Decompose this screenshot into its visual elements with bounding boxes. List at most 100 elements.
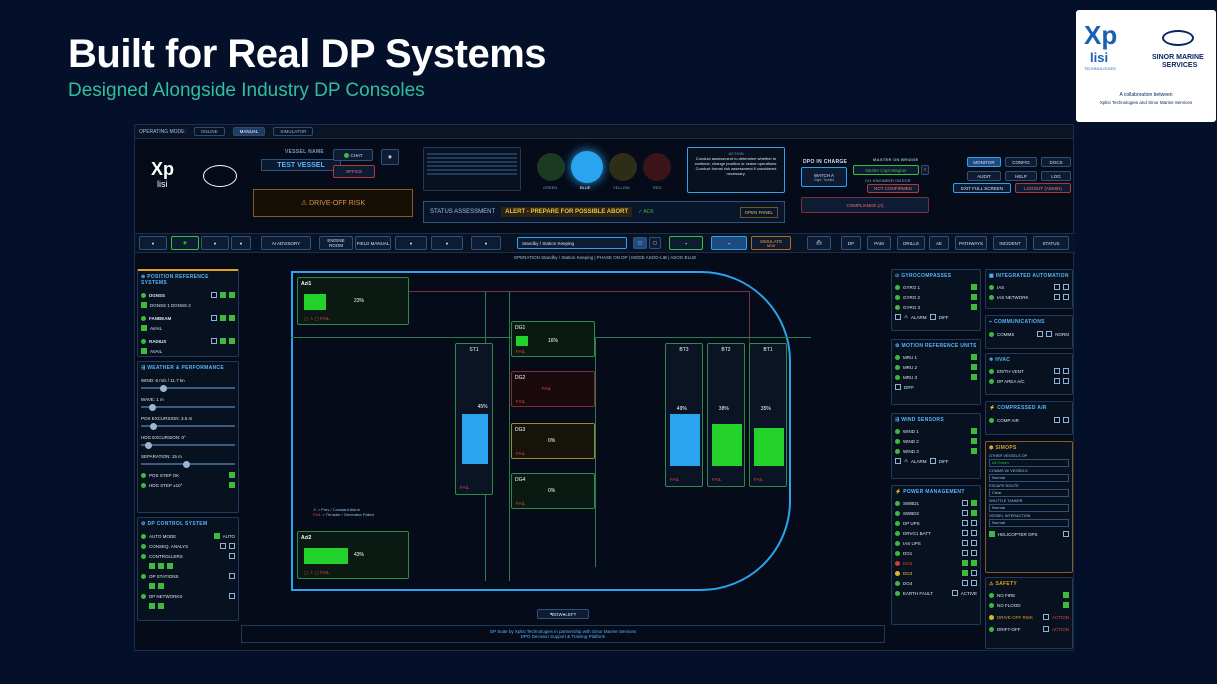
toolbar-tab-7[interactable]: ● (471, 236, 501, 250)
docs-button[interactable]: DOCS (1041, 157, 1071, 167)
gyro-1-row[interactable]: GYRO 1 (895, 282, 977, 292)
help-button[interactable]: HELP (1005, 171, 1037, 181)
toolbar-status-button[interactable]: STATUS (1033, 236, 1069, 250)
power-dpups-row[interactable]: DP UPS (895, 518, 977, 528)
op-stations-row[interactable]: OP STATIONS (141, 571, 235, 581)
monitor-button[interactable]: MONITOR (967, 157, 1001, 167)
simops-f4-select[interactable]: Normal (989, 504, 1069, 512)
vessel-name-field[interactable]: TEST VESSEL (261, 159, 341, 171)
prs-fanbeam-row[interactable]: FANBEAM (141, 313, 235, 323)
master-button[interactable]: Master Capt.Wagner (853, 165, 919, 175)
hdg-excursion-slider[interactable] (141, 441, 235, 449)
mode-online-button[interactable]: ONLINE (193, 127, 225, 136)
blue-status-button[interactable]: ▪ (711, 236, 747, 250)
simops-f1-select[interactable]: All Green (989, 459, 1069, 467)
azi2-unit[interactable]: Azi2 43% ▢ ⚠ ▢ FAIL (297, 531, 409, 579)
exit-fullscreen-button[interactable]: EXIT FULL SCREEN (953, 183, 1011, 193)
controllers-row[interactable]: CONTROLLERS (141, 551, 235, 561)
engine-room-button[interactable]: ENGINE ROOM (319, 236, 353, 250)
power-swbd1-row[interactable]: SWBD1 (895, 498, 977, 508)
gyro-3-row[interactable]: GYRO 3 (895, 302, 977, 312)
toolbar-tab-2[interactable]: ◉ (171, 236, 199, 250)
st1-thruster[interactable]: ST1 45% FAIL (455, 343, 493, 495)
wave-slider[interactable] (141, 403, 235, 411)
toolbar-ae-button[interactable]: AE (929, 236, 949, 250)
config-button[interactable]: CONFIG (1005, 157, 1037, 167)
bow-left-toggle[interactable]: ◂ BOW ● LEFT (537, 609, 589, 619)
dp-networks-row[interactable]: DP NETWORKS (141, 591, 235, 601)
power-dg2-row[interactable]: DG2 (895, 558, 977, 568)
mode-toggle-b[interactable]: ▢ (649, 237, 661, 249)
no-fire-row[interactable]: NO FIRE (989, 590, 1069, 600)
toolbar-tab-1[interactable]: ● (139, 236, 167, 250)
prs-radius-row[interactable]: RADIUS (141, 336, 235, 346)
ai-advisory-button[interactable]: AI ADVISORY (261, 236, 311, 250)
toolbar-tab-3[interactable]: ● (201, 236, 229, 250)
ack-button[interactable]: ✓ ACK (638, 209, 654, 215)
dg1-unit[interactable]: DG1 16% FAIL (511, 321, 595, 357)
power-dg3-row[interactable]: DG3 (895, 568, 977, 578)
hdg-step-row[interactable]: HDG STEP ±10° (141, 480, 235, 490)
hvac-ac-row[interactable]: DP AREA A/C (989, 376, 1069, 386)
open-panel-button[interactable]: OPEN PANEL (739, 206, 778, 218)
mode-toggle-a[interactable]: ▢ (633, 237, 647, 249)
compliance-button[interactable]: COMPLIANCE (A) (801, 197, 929, 213)
office-button[interactable]: OFFICE (333, 165, 375, 178)
mru-2-row[interactable]: MRU 2 (895, 362, 977, 372)
simops-f5-select[interactable]: Normal (989, 519, 1069, 527)
field-manual-button[interactable]: FIELD MANUAL (355, 236, 391, 250)
mru-diff-row[interactable]: DIFF (895, 382, 977, 392)
power-dg4-row[interactable]: DG4 (895, 578, 977, 588)
wind-3-row[interactable]: WIND 3 (895, 446, 977, 456)
hvac-vent-row[interactable]: ER/TH VENT (989, 366, 1069, 376)
power-dg1-row[interactable]: DG1 (895, 548, 977, 558)
speaker-icon[interactable]: ◉ (381, 149, 399, 165)
comp-air-row[interactable]: COMP AIR (989, 415, 1069, 425)
audit-button[interactable]: AUDIT (967, 171, 1001, 181)
ias-network-row[interactable]: IAS NETWORK (989, 292, 1069, 302)
pos-step-row[interactable]: POS STEP OK (141, 470, 235, 480)
simops-f2-select[interactable]: Normal (989, 474, 1069, 482)
master-clear-icon[interactable]: ✕ (921, 165, 929, 175)
toolbar-tab-4[interactable]: ● (231, 236, 251, 250)
mru-3-row[interactable]: MRU 3 (895, 372, 977, 382)
conseq-row[interactable]: CONSEQ. ANALYS (141, 541, 235, 551)
operation-mode-select[interactable]: Standby / Station Keeping (517, 237, 627, 249)
toolbar-drills-button[interactable]: DRILLS (897, 236, 925, 250)
toolbar-incident-button[interactable]: INCIDENT (993, 236, 1027, 250)
wind-1-row[interactable]: WIND 1 (895, 426, 977, 436)
power-swbd2-row[interactable]: SWBD2 (895, 508, 977, 518)
prs-dgnss-row[interactable]: DGNSS (141, 290, 235, 300)
mru-1-row[interactable]: MRU 1 (895, 352, 977, 362)
chat-button[interactable]: CHAT (333, 149, 373, 161)
toolbar-tab-6[interactable]: ● (431, 236, 463, 250)
toolbar-pathways-button[interactable]: PATHWAYS (955, 236, 987, 250)
bt3-thruster[interactable]: BT3 49% FAIL (665, 343, 703, 487)
simops-f3-select[interactable]: Clear (989, 489, 1069, 497)
gyro-2-row[interactable]: GYRO 2 (895, 292, 977, 302)
ias-row[interactable]: IAS (989, 282, 1069, 292)
mode-simulator-button[interactable]: SIMULATOR (273, 127, 314, 136)
bt2-thruster[interactable]: BT2 38% FAIL (707, 343, 745, 487)
dg2-unit[interactable]: DG2 FAIL FAIL (511, 371, 595, 407)
event-log[interactable] (423, 147, 521, 191)
pos-excursion-slider[interactable] (141, 422, 235, 430)
not-confirmed-button[interactable]: NOT CONFIRMED (867, 184, 919, 193)
ship-icon[interactable]: ⛴ (807, 236, 831, 250)
dg3-unit[interactable]: DG3 0% FAIL (511, 423, 595, 459)
asog-button[interactable]: ▪ (669, 236, 703, 250)
azi1-unit[interactable]: Azi1 23% ▢ ⚠ ▢ FAIL (297, 277, 409, 325)
toolbar-pam-button[interactable]: PAM (867, 236, 891, 250)
wind-2-row[interactable]: WIND 2 (895, 436, 977, 446)
logout-button[interactable]: LOGOUT (ADMIN) (1015, 183, 1071, 193)
toolbar-tab-5[interactable]: ● (395, 236, 427, 250)
wind-slider[interactable] (141, 384, 235, 392)
